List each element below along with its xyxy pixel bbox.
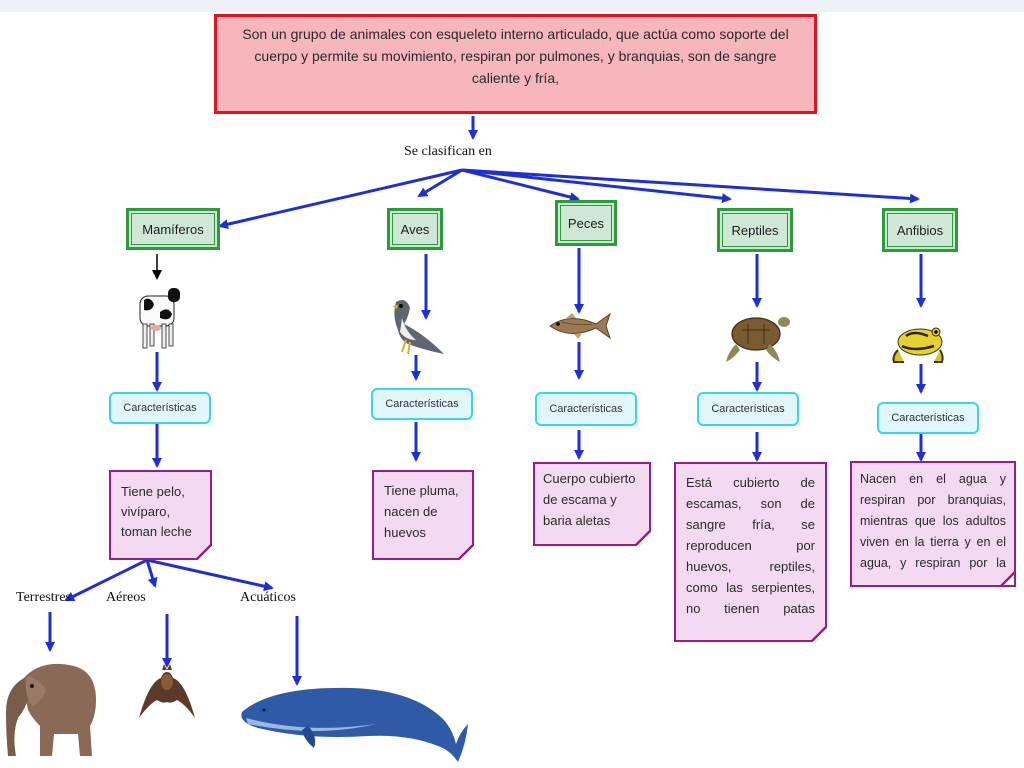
page-curl (458, 544, 474, 560)
characteristics-reptiles: Características (697, 392, 799, 426)
category-label: Reptiles (731, 222, 779, 238)
mammal-type-aereos: Aéreos (106, 590, 146, 605)
page-curl (196, 544, 212, 560)
page-curl (811, 626, 827, 642)
mammal-type-terrestres: Terrestres (16, 590, 71, 605)
characteristics-aves: Características (371, 388, 473, 420)
category-anfibios: Anfibios (882, 208, 958, 252)
description-text: Nacen en el agua y respiran por branquia… (860, 472, 1006, 570)
description-mamiferos: Tiene pelo, vivíparo, toman leche (109, 470, 212, 560)
category-label: Anfibios (896, 222, 944, 238)
fish-icon (549, 312, 611, 340)
category-reptiles: Reptiles (717, 208, 793, 252)
description-text: Tiene pluma, nacen de huevos (384, 483, 459, 540)
characteristics-peces: Características (535, 392, 637, 426)
category-aves: Aves (387, 208, 443, 250)
description-text: Tiene pelo, vivíparo, toman leche (121, 484, 192, 539)
description-text: Está cubierto de escamas, son de sangre … (686, 475, 815, 616)
frog-icon (892, 327, 944, 363)
category-peces: Peces (555, 200, 617, 246)
page-curl (1000, 571, 1014, 585)
category-label: Mamíferos (142, 221, 204, 237)
description-peces: Cuerpo cubierto de escama y baria aletas (533, 462, 651, 546)
category-label: Aves (400, 221, 430, 237)
falcon-icon (392, 300, 444, 355)
characteristics-label: Características (549, 403, 623, 415)
definition-box: Son un grupo de animales con esqueleto i… (214, 14, 817, 114)
mammal-type-acuaticos: Acuáticos (240, 590, 296, 605)
description-anfibios: Nacen en el agua y respiran por branquia… (850, 461, 1016, 587)
bat-icon (139, 664, 195, 718)
whale-icon (241, 687, 468, 762)
characteristics-label: Características (385, 398, 459, 410)
category-label: Peces (567, 215, 605, 231)
characteristics-label: Características (711, 403, 785, 415)
description-reptiles: Está cubierto de escamas, son de sangre … (674, 462, 827, 642)
category-mamiferos: Mamíferos (126, 208, 220, 250)
description-aves: Tiene pluma, nacen de huevos (372, 470, 474, 560)
top-strip (0, 0, 1024, 12)
definition-text: Son un grupo de animales con esqueleto i… (242, 26, 789, 86)
characteristics-label: Características (123, 402, 197, 414)
cow-icon (139, 288, 180, 349)
characteristics-mamiferos: Características (109, 392, 211, 424)
characteristics-anfibios: Características (877, 402, 979, 434)
characteristics-label: Características (891, 412, 965, 424)
description-text: Cuerpo cubierto de escama y baria aletas (543, 471, 636, 528)
page-curl (635, 530, 651, 546)
turtle-icon (726, 317, 790, 362)
elephant-icon (6, 663, 96, 756)
classify-label: Se clasifican en (404, 144, 492, 159)
